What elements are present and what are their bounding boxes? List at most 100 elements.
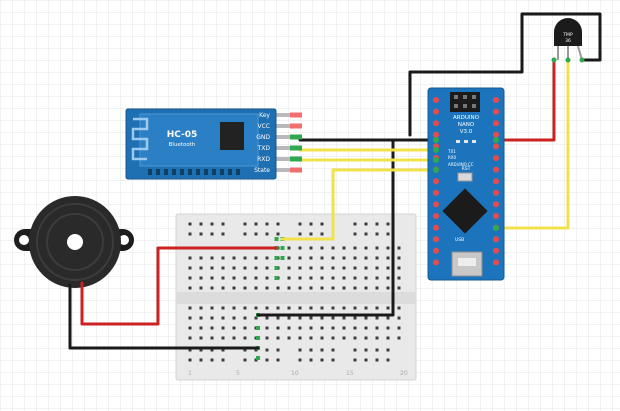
breadboard-hole: [386, 336, 390, 340]
breadboard-hole-connected: [280, 246, 285, 250]
hc05-pin-label: Key: [259, 112, 270, 119]
breadboard-hole: [386, 326, 390, 330]
breadboard-hole: [397, 246, 401, 250]
arduino-cc-label: ARDUINO.CC: [448, 162, 474, 167]
tmp36-temperature-sensor: TMP 36: [551, 18, 585, 63]
breadboard-hole: [276, 326, 280, 330]
breadboard-hole: [375, 246, 379, 250]
breadboard-hole: [353, 348, 357, 352]
breadboard-hole: [265, 348, 269, 352]
arduino-reset-button[interactable]: [457, 172, 473, 182]
breadboard-hole: [276, 232, 280, 236]
breadboard-hole: [342, 336, 346, 340]
breadboard-hole-connected: [274, 256, 279, 260]
breadboard-hole: [320, 336, 324, 340]
hc05-chip: [220, 122, 244, 150]
breadboard-hole: [188, 286, 192, 290]
breadboard-hole: [298, 232, 302, 236]
breadboard-hole: [265, 306, 269, 310]
breadboard-hole: [254, 306, 258, 310]
breadboard-hole: [188, 358, 192, 362]
breadboard-hole: [309, 316, 313, 320]
breadboard-hole: [331, 316, 335, 320]
arduino-pin: [493, 189, 499, 196]
breadboard-hole: [232, 266, 236, 270]
breadboard-hole: [221, 276, 225, 280]
breadboard-hole: [188, 348, 192, 352]
breadboard-hole: [265, 286, 269, 290]
breadboard-hole: [221, 266, 225, 270]
breadboard-hole: [210, 276, 214, 280]
breadboard-hole: [375, 256, 379, 260]
breadboard-hole: [199, 336, 203, 340]
arduino-pin: [493, 201, 499, 208]
column-number: 10: [291, 370, 299, 377]
sensor-pin-dot: [565, 57, 571, 63]
arduino-pin-connected: [493, 225, 499, 231]
breadboard-hole: [199, 256, 203, 260]
breadboard-hole-connected: [256, 326, 260, 330]
arduino-pin: [493, 131, 499, 138]
wire-sensor-signal: [494, 58, 570, 230]
breadboard-hole: [243, 232, 247, 236]
breadboard-hole: [254, 266, 258, 270]
breadboard-hole: [254, 316, 258, 320]
breadboard-hole: [243, 306, 247, 310]
breadboard-hole: [309, 276, 313, 280]
hc05-pin-stub: [276, 146, 290, 150]
breadboard-hole: [353, 256, 357, 260]
breadboard-hole: [276, 358, 280, 362]
breadboard-hole-connected: [256, 336, 260, 340]
breadboard-hole: [342, 246, 346, 250]
breadboard-hole: [221, 286, 225, 290]
arduino-pin: [433, 178, 439, 185]
arduino-brand: ARDUINO: [453, 115, 480, 121]
breadboard-hole: [221, 316, 225, 320]
breadboard-hole: [375, 286, 379, 290]
hc05-pin-stub: [276, 168, 290, 172]
breadboard-hole: [364, 316, 368, 320]
arduino-pin: [493, 213, 499, 219]
breadboard-hole: [342, 276, 346, 280]
breadboard-hole: [353, 316, 357, 320]
hc05-name: HC-05: [167, 130, 198, 140]
breadboard-hole: [210, 348, 214, 352]
breadboard-hole: [276, 222, 280, 226]
breadboard-hole: [342, 266, 346, 270]
hc05-pin-labels: Key VCC GND TXD RXD State: [254, 112, 270, 174]
breadboard-hole: [353, 286, 357, 290]
hc05-pin-end: [290, 167, 302, 173]
hc05-pin-label: TXD: [257, 145, 271, 152]
breadboard-hole: [199, 266, 203, 270]
breadboard-hole: [298, 246, 302, 250]
arduino-pin-connected: [433, 167, 439, 173]
hc05-pin-stub: [276, 135, 290, 139]
breadboard-hole: [265, 326, 269, 330]
breadboard-hole: [375, 266, 379, 270]
breadboard-hole: [221, 222, 225, 226]
breadboard-hole: [232, 256, 236, 260]
breadboard-hole: [199, 306, 203, 310]
sensor-body: [554, 18, 582, 46]
breadboard-hole: [364, 358, 368, 362]
hc05-antenna-trace: [131, 117, 149, 161]
breadboard-hole: [243, 222, 247, 226]
breadboard-holes-top: [188, 222, 401, 290]
breadboard-hole: [342, 306, 346, 310]
breadboard-hole: [210, 336, 214, 340]
breadboard-hole: [375, 232, 379, 236]
breadboard-hole: [364, 222, 368, 226]
breadboard-hole: [320, 246, 324, 250]
buzzer-mount-hole: [119, 235, 129, 245]
breadboard-hole: [265, 256, 269, 260]
breadboard-hole: [397, 306, 401, 310]
breadboard-hole: [287, 256, 291, 260]
arduino-pin: [433, 108, 439, 115]
breadboard-hole: [265, 316, 269, 320]
breadboard-hole: [353, 358, 357, 362]
breadboard-hole: [375, 358, 379, 362]
arduino-icsp-pins: [454, 95, 476, 108]
arduino-rst-label: RST: [462, 166, 471, 172]
breadboard-hole: [287, 276, 291, 280]
